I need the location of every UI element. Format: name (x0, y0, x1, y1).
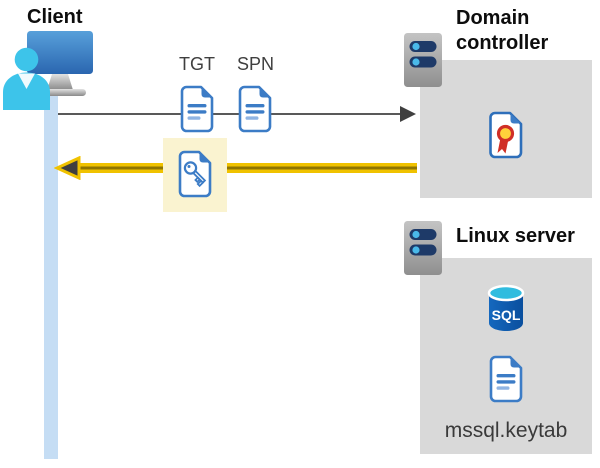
user-icon (3, 47, 50, 110)
tgt-label: TGT (179, 54, 215, 74)
domain-controller-server-icon (404, 33, 442, 87)
key-document-icon (178, 150, 212, 198)
certificate-icon (489, 111, 523, 159)
response-arrowhead-icon (54, 156, 81, 180)
client-icon (3, 31, 93, 110)
keytab-filename-label: mssql.keytab (444, 419, 568, 442)
linux-server-label: Linux server (456, 225, 575, 247)
request-arrow (58, 113, 402, 115)
sql-badge-text: SQL (492, 307, 521, 323)
linux-server-icon (404, 221, 442, 275)
response-arrow (74, 163, 417, 173)
request-arrowhead-icon (400, 106, 416, 122)
tgt-document-icon (180, 85, 214, 133)
keytab-document-icon (489, 355, 523, 403)
monitor-icon (27, 31, 93, 96)
spn-label: SPN (237, 54, 275, 74)
domain-controller-label: Domain controller (456, 7, 549, 54)
client-lifeline (44, 94, 58, 459)
spn-document-icon (238, 85, 272, 133)
key-icon (183, 161, 207, 188)
sql-database-icon: SQL (487, 284, 525, 331)
client-label: Client (27, 6, 83, 28)
